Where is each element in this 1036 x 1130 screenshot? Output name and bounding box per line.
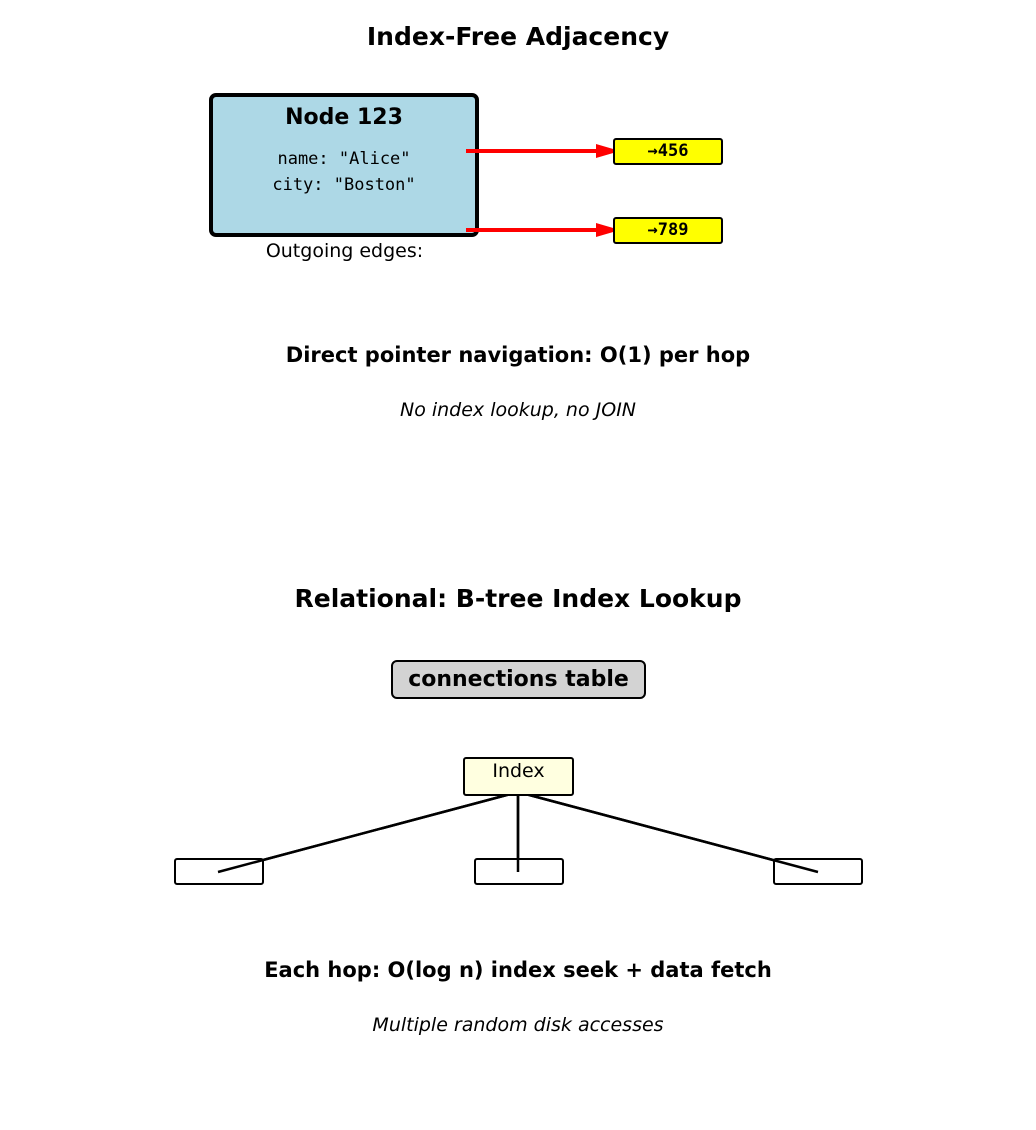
pointer-456: →456: [613, 138, 723, 165]
top-panel-heading: Direct pointer navigation: O(1) per hop: [285, 343, 751, 367]
pointer-789: →789: [613, 217, 723, 244]
bottom-panel-note: Multiple random disk accesses: [372, 1014, 664, 1036]
bottom-panel-title: Relational: B-tree Index Lookup: [294, 584, 742, 613]
connections-table-box: connections table: [391, 660, 646, 699]
node-box: Node 123 name: "Alice" city: "Boston": [209, 93, 479, 237]
node-property-name: name: "Alice": [277, 149, 411, 169]
bottom-panel-heading: Each hop: O(log n) index seek + data fet…: [264, 958, 772, 982]
node-title: Node 123: [285, 105, 403, 130]
outgoing-edges-label: Outgoing edges:: [265, 240, 424, 262]
edge-arrow-789: [466, 223, 620, 237]
node-property-city: city: "Boston": [272, 175, 416, 195]
top-panel-title: Index-Free Adjacency: [366, 22, 670, 51]
edge-arrow-456: [466, 144, 620, 158]
top-panel-note: No index lookup, no JOIN: [399, 399, 637, 421]
index-node: Index: [463, 757, 574, 796]
